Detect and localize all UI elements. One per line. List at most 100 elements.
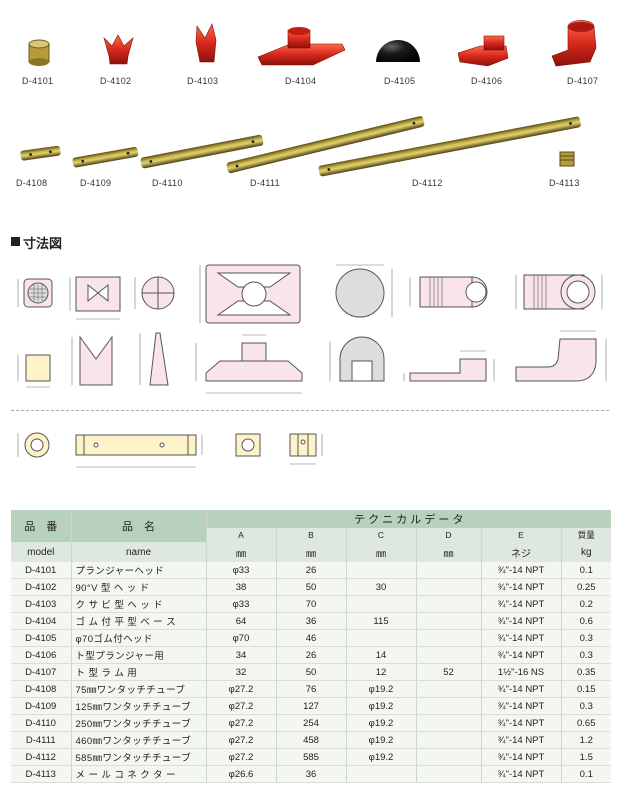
cell-code: D-4107 xyxy=(11,663,72,681)
product-photo-d4112 xyxy=(318,116,581,177)
cell-name: 460㎜ワンタッチチューブ xyxy=(71,731,207,749)
cell-name: ク サ ビ 型 ヘ ッ ド xyxy=(71,595,207,613)
drawing-d4105-top xyxy=(335,264,393,318)
drawing-d4113-end xyxy=(235,433,261,457)
cell-kg: 0.2 xyxy=(561,595,611,613)
cell-e: ¾"-14 NPT xyxy=(481,714,562,732)
cell-a: 64 xyxy=(206,612,277,630)
cell-kg: 0.3 xyxy=(561,697,611,715)
cell-c: φ19.2 xyxy=(346,714,417,732)
drawing-d4103-top xyxy=(134,276,175,310)
cell-c xyxy=(346,629,417,647)
cell-b: 50 xyxy=(276,663,347,681)
cell-c: φ19.2 xyxy=(346,748,417,766)
cell-kg: 0.35 xyxy=(561,663,611,681)
header-unit: ㎜ xyxy=(206,542,277,562)
cell-e: ¾"-14 NPT xyxy=(481,562,562,579)
cell-name: ト型プランジャー用 xyxy=(71,646,207,664)
cell-kg: 1.2 xyxy=(561,731,611,749)
drawing-d4107-side xyxy=(515,330,607,382)
header-code: 品 番 xyxy=(11,510,72,542)
cell-name: ゴ ム 付 平 型 ベ ー ス xyxy=(71,612,207,630)
cell-c: φ19.2 xyxy=(346,680,417,698)
cell-code: D-4108 xyxy=(11,680,72,698)
product-photo-d4107 xyxy=(551,20,597,67)
cell-a: 32 xyxy=(206,663,277,681)
drawing-d4102-top xyxy=(69,276,121,320)
cell-kg: 0.3 xyxy=(561,646,611,664)
header-name-en: name xyxy=(71,542,207,562)
drawing-d4106-side xyxy=(403,350,495,382)
header-col: A xyxy=(206,528,277,542)
cell-kg: 0.6 xyxy=(561,612,611,630)
cell-name: 585㎜ワンタッチチューブ xyxy=(71,748,207,766)
cell-c: 115 xyxy=(346,612,417,630)
header-col: E xyxy=(481,528,562,542)
product-photo-d4106 xyxy=(457,35,509,67)
cell-d xyxy=(416,646,482,664)
cell-code: D-4109 xyxy=(11,697,72,715)
product-photo-d4101 xyxy=(28,39,50,66)
product-label: D-4107 xyxy=(567,76,599,86)
cell-code: D-4106 xyxy=(11,646,72,664)
cell-b: 458 xyxy=(276,731,347,749)
cell-e: ¾"-14 NPT xyxy=(481,595,562,613)
header-tech: テ ク ニ カ ル デ ー タ xyxy=(206,510,611,528)
cell-name: プランジャーヘッド xyxy=(71,562,207,579)
drawing-d4104-top xyxy=(199,264,301,324)
drawing-d4101-side xyxy=(17,354,51,388)
product-label: D-4112 xyxy=(412,178,443,188)
product-photo-d4102 xyxy=(103,34,134,65)
cell-b: 46 xyxy=(276,629,347,647)
dimension-drawings xyxy=(17,264,607,394)
cell-c xyxy=(346,765,417,783)
cell-a: φ27.2 xyxy=(206,680,277,698)
product-photo-d4110 xyxy=(140,134,264,169)
cell-name: 125㎜ワンタッチチューブ xyxy=(71,697,207,715)
cell-kg: 0.25 xyxy=(561,578,611,596)
product-photo-d4111 xyxy=(226,116,425,174)
cell-e: ¾"-14 NPT xyxy=(481,612,562,630)
drawing-d4101-top xyxy=(17,278,53,308)
cell-a: φ27.2 xyxy=(206,748,277,766)
separator xyxy=(11,410,609,411)
cell-d xyxy=(416,612,482,630)
cell-e: ¾"-14 NPT xyxy=(481,680,562,698)
product-label: D-4109 xyxy=(80,178,112,188)
cell-d xyxy=(416,629,482,647)
header-unit: ㎜ xyxy=(346,542,417,562)
cell-code: D-4101 xyxy=(11,562,72,579)
cell-d: 52 xyxy=(416,663,482,681)
cell-d xyxy=(416,714,482,732)
cell-a: 34 xyxy=(206,646,277,664)
cell-d xyxy=(416,680,482,698)
cell-d xyxy=(416,748,482,766)
product-label: D-4102 xyxy=(100,76,132,86)
cell-code: D-4103 xyxy=(11,595,72,613)
cell-code: D-4113 xyxy=(11,765,72,783)
product-label: D-4101 xyxy=(22,76,54,86)
drawing-d4113-side xyxy=(289,433,323,465)
header-col: D xyxy=(416,528,482,542)
cell-d xyxy=(416,731,482,749)
header-unit: ㎜ xyxy=(276,542,347,562)
cell-code: D-4111 xyxy=(11,731,72,749)
cell-d xyxy=(416,765,482,783)
product-photos xyxy=(20,20,597,177)
header-col: C xyxy=(346,528,417,542)
product-label: D-4110 xyxy=(152,178,183,188)
product-photo-d4113 xyxy=(559,151,575,167)
product-label: D-4111 xyxy=(250,178,280,188)
header-unit: kg xyxy=(561,542,611,562)
product-label: D-4105 xyxy=(384,76,416,86)
product-photo-d4104 xyxy=(257,27,346,66)
cell-name: φ70ゴム付ヘッド xyxy=(71,629,207,647)
